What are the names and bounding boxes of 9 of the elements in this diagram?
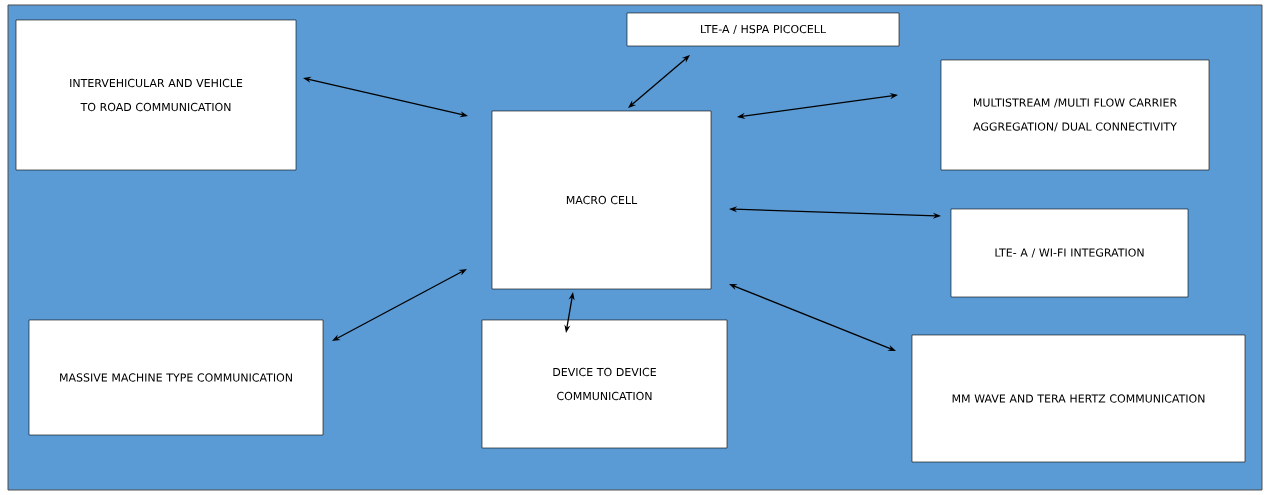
arrow — [628, 55, 690, 108]
text-box: LTE-A / HSPA PICOCELL — [626, 12, 900, 47]
text-box: LTE- A / WI-FI INTEGRATION — [950, 208, 1189, 298]
center-box: MACRO CELL — [491, 110, 712, 290]
text-box: MULTISTREAM /MULTI FLOW CARRIER AGGREGATION/ DUAL CONNECTIVITY — [940, 59, 1210, 171]
text-box: INTERVEHICULAR AND VEHICLE TO ROAD COMMUNICATION — [15, 19, 297, 171]
text-box: MM WAVE AND TERA HERTZ COMMUNICATION — [911, 334, 1246, 463]
text-box: MASSIVE MACHINE TYPE COMMUNICATION — [28, 319, 324, 436]
text-box: DEVICE TO DEVICE COMMUNICATION — [481, 319, 728, 449]
